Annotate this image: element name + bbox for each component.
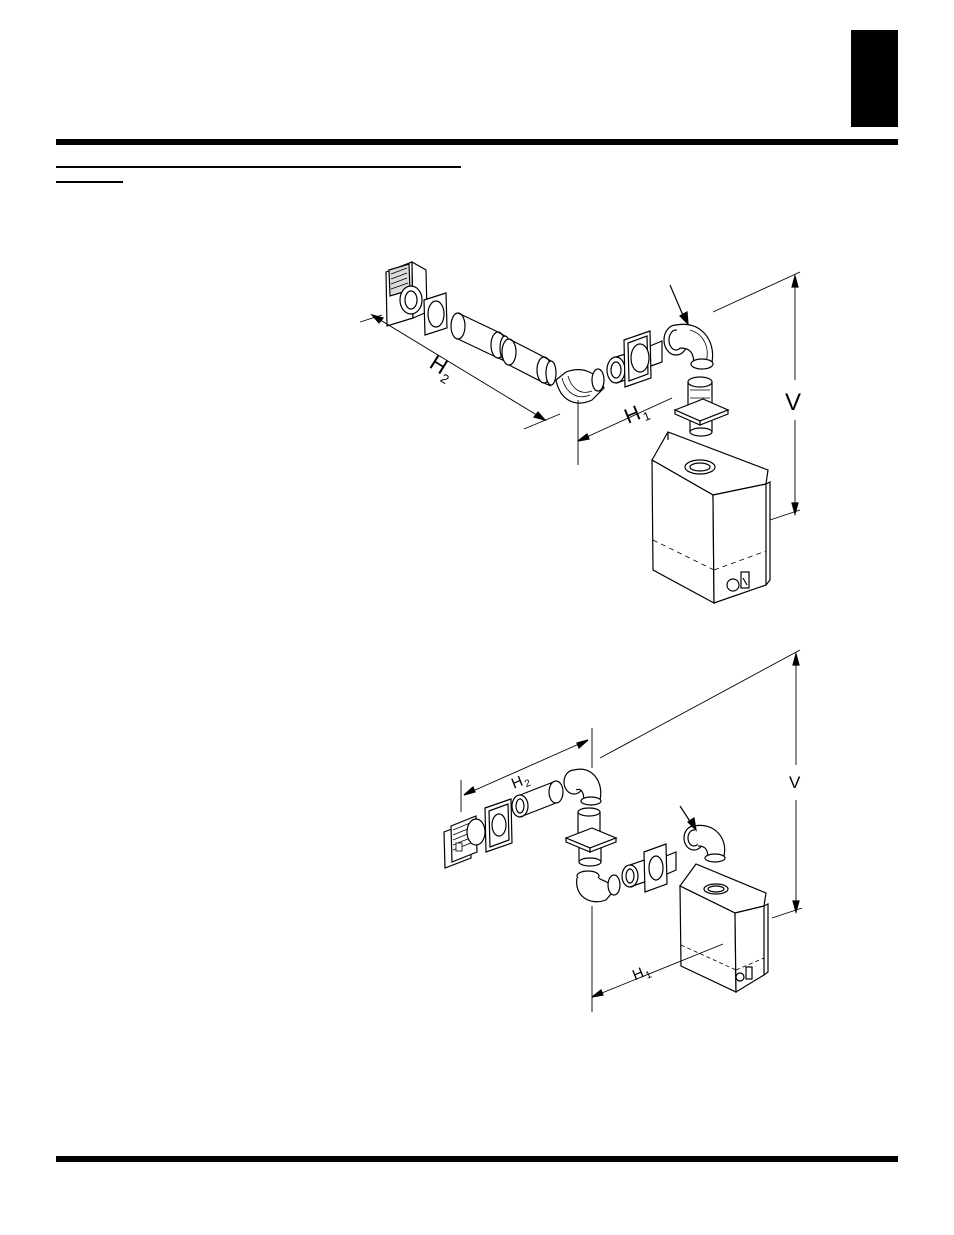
wall-plate-bottom <box>485 799 512 852</box>
wall-plate-top <box>424 293 447 335</box>
label-h2-bottom: H <box>509 773 525 793</box>
top-vent-diagram <box>360 262 800 603</box>
label-h1-bottom: H <box>630 964 646 984</box>
elbow-bottom-upper <box>564 769 601 805</box>
label-v-bottom: V <box>789 773 801 792</box>
elbow-top-right <box>664 324 713 369</box>
footer-rule <box>56 1156 898 1162</box>
straight-pipe-top-1 <box>451 313 510 361</box>
heater-unit-bottom <box>680 864 768 992</box>
label-h1-top: H <box>621 402 644 429</box>
termination-cap-bottom <box>444 816 485 868</box>
elbow-bottom-lower <box>577 871 620 902</box>
label-v-top: V <box>785 389 801 416</box>
ceiling-plate-top <box>675 399 728 436</box>
straight-pipe-top-2 <box>502 339 556 386</box>
elbow-top-middle <box>556 369 604 403</box>
elbow-bottom-right <box>684 825 725 862</box>
firestop-plate-top <box>624 331 662 387</box>
firestop-plate-bottom <box>644 844 676 892</box>
ceiling-plate-bottom <box>566 828 616 866</box>
bottom-vent-diagram <box>444 650 802 1012</box>
heater-unit-top <box>652 432 770 603</box>
termination-cap-top <box>386 262 427 326</box>
